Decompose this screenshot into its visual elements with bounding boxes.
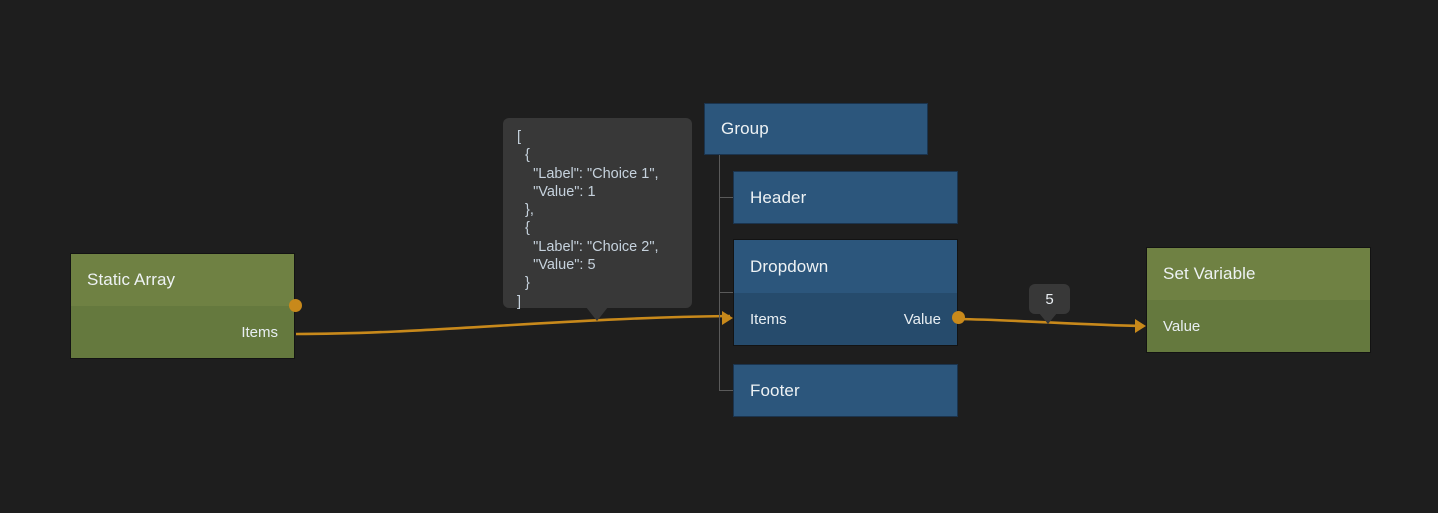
node-set-variable-header[interactable]: Set Variable <box>1147 248 1370 300</box>
node-set-variable[interactable]: Set Variable Value <box>1135 247 1371 353</box>
group-tree-trunk <box>719 155 720 390</box>
node-header-child[interactable]: Header <box>733 171 958 224</box>
group-tree-branch-footer <box>719 390 733 391</box>
node-static-array-title: Static Array <box>87 270 176 289</box>
port-row-dropdown-ports[interactable]: Items Value <box>734 293 957 345</box>
node-header-child-title: Header <box>750 187 807 207</box>
node-footer-child-title: Footer <box>750 380 800 400</box>
node-set-variable-title: Set Variable <box>1163 264 1256 283</box>
input-port-value-arrow[interactable] <box>1135 319 1146 333</box>
tooltip-items-preview-text: [ { "Label": "Choice 1", "Value": 1 }, {… <box>517 129 659 310</box>
tooltip-value-preview-text: 5 <box>1045 290 1054 308</box>
node-static-array-body: Items <box>71 306 294 358</box>
output-port-items-dot[interactable] <box>289 299 302 312</box>
tooltip-value-preview-tail <box>1039 313 1057 324</box>
node-dropdown-title: Dropdown <box>750 256 829 276</box>
node-group-header[interactable]: Group <box>705 104 927 154</box>
tooltip-value-preview: 5 <box>1029 284 1070 314</box>
output-port-value-dot[interactable] <box>952 311 965 324</box>
node-set-variable-body: Value <box>1147 300 1370 352</box>
node-header-child-header[interactable]: Header <box>734 172 957 223</box>
node-dropdown[interactable]: Dropdown Items Value <box>722 239 965 346</box>
group-tree-branch-dropdown <box>719 292 733 293</box>
node-dropdown-header[interactable]: Dropdown <box>734 240 957 293</box>
port-label-items: Items <box>241 323 278 341</box>
group-tree-branch-header <box>719 197 733 198</box>
node-footer-child[interactable]: Footer <box>733 364 958 417</box>
tooltip-items-preview: [ { "Label": "Choice 1", "Value": 1 }, {… <box>503 118 692 310</box>
tooltip-items-preview-tail <box>586 307 608 321</box>
node-dropdown-body: Items Value <box>734 293 957 345</box>
port-label-dropdown-items: Items <box>750 310 787 328</box>
node-footer-child-header[interactable]: Footer <box>734 365 957 416</box>
node-static-array-header[interactable]: Static Array <box>71 254 294 306</box>
port-label-set-variable-value: Value <box>1163 317 1201 335</box>
node-group-title: Group <box>721 119 769 138</box>
port-label-dropdown-value: Value <box>903 310 941 328</box>
node-group[interactable]: Group <box>704 103 928 155</box>
port-row-items-out[interactable]: Items <box>71 306 294 358</box>
port-row-value-in[interactable]: Value <box>1147 300 1370 352</box>
input-port-items-arrow[interactable] <box>722 311 733 325</box>
node-static-array[interactable]: Static Array Items <box>70 253 302 359</box>
